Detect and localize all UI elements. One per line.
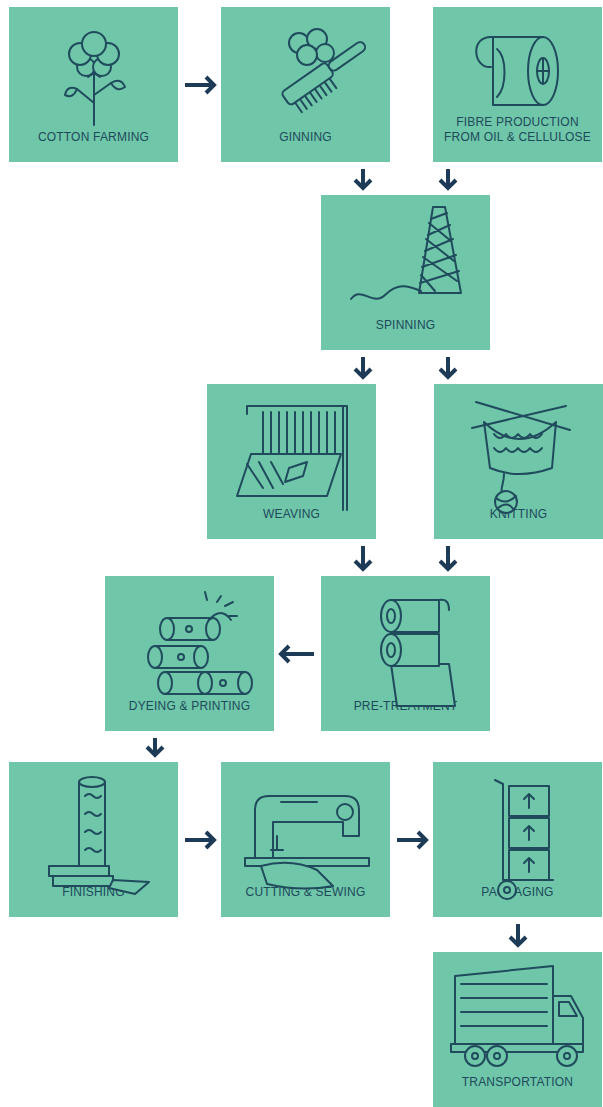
arrow-head <box>510 937 526 945</box>
arrow-shaft <box>446 169 450 186</box>
flow-arrow <box>355 546 371 569</box>
process-box: KNITTING <box>434 384 603 539</box>
arrow-shaft <box>361 357 365 375</box>
step-label: FINISHING <box>16 885 172 900</box>
arrow-head <box>355 369 371 377</box>
process-box: CUTTING & SEWING <box>221 762 390 917</box>
arrow-shaft <box>185 83 212 87</box>
spinning-cone-icon <box>351 207 461 299</box>
step-label: CUTTING & SEWING <box>228 885 384 900</box>
process-box: FINISHING <box>9 762 178 917</box>
flow-arrow <box>440 546 456 569</box>
cotton-plant-icon <box>65 32 125 125</box>
arrow-shaft <box>283 652 314 656</box>
step-label: TRANSPORTATION <box>440 1075 596 1090</box>
fibre-roll-icon <box>476 37 558 105</box>
flow-arrow <box>440 357 456 377</box>
process-box: WEAVING <box>207 384 376 539</box>
step-label: PRE-TREATMENT <box>328 699 484 714</box>
flow-arrow <box>355 169 371 188</box>
arrow-shaft <box>446 357 450 375</box>
arrow-shaft <box>185 838 212 842</box>
hand-truck-icon <box>495 780 553 899</box>
process-box: PACKAGING <box>433 762 602 917</box>
arrow-shaft <box>153 738 157 753</box>
step-label: PACKAGING <box>440 885 596 900</box>
arrow-head <box>440 180 456 188</box>
process-box: DYEING & PRINTING <box>105 576 274 731</box>
process-box: COTTON FARMING <box>9 7 178 162</box>
arrow-head <box>440 561 456 569</box>
arrow-head <box>355 561 371 569</box>
flow-arrow <box>281 646 314 662</box>
step-label: SPINNING <box>328 318 484 333</box>
step-label: GINNING <box>228 130 384 145</box>
flow-arrow <box>185 77 214 93</box>
loom-icon <box>237 406 347 510</box>
process-box: TRANSPORTATION <box>433 952 602 1107</box>
process-box: PRE-TREATMENT <box>321 576 490 731</box>
dyeing-rolls-icon <box>148 592 252 694</box>
finishing-fabric-icon <box>49 777 149 894</box>
step-label: DYEING & PRINTING <box>112 699 268 714</box>
flow-arrow <box>355 357 371 377</box>
process-box: GINNING <box>221 7 390 162</box>
arrow-head <box>206 77 214 93</box>
arrow-shaft <box>516 924 520 943</box>
step-label: WEAVING <box>214 507 370 522</box>
arrow-shaft <box>361 169 365 186</box>
flow-arrow <box>185 832 214 848</box>
arrow-head <box>281 646 289 662</box>
arrow-head <box>355 180 371 188</box>
knitting-icon <box>472 402 570 513</box>
arrow-shaft <box>446 546 450 567</box>
arrow-head <box>147 747 163 755</box>
step-label: COTTON FARMING <box>16 130 172 145</box>
flow-arrow <box>147 738 163 755</box>
rollers-icon <box>381 600 455 706</box>
arrow-shaft <box>397 838 424 842</box>
step-label: KNITTING <box>441 507 597 522</box>
flow-arrow <box>510 924 526 945</box>
sewing-machine-icon <box>245 796 369 889</box>
arrow-shaft <box>361 546 365 567</box>
process-box: FIBRE PRODUCTION FROM OIL & CELLULOSE <box>433 7 602 162</box>
arrow-head <box>440 369 456 377</box>
process-box: SPINNING <box>321 195 490 350</box>
arrow-head <box>418 832 426 848</box>
arrow-head <box>206 832 214 848</box>
ginning-brush-icon <box>281 29 376 116</box>
step-label: FIBRE PRODUCTION FROM OIL & CELLULOSE <box>440 115 596 145</box>
truck-icon <box>451 966 583 1066</box>
flow-arrow <box>397 832 426 848</box>
flow-arrow <box>440 169 456 188</box>
